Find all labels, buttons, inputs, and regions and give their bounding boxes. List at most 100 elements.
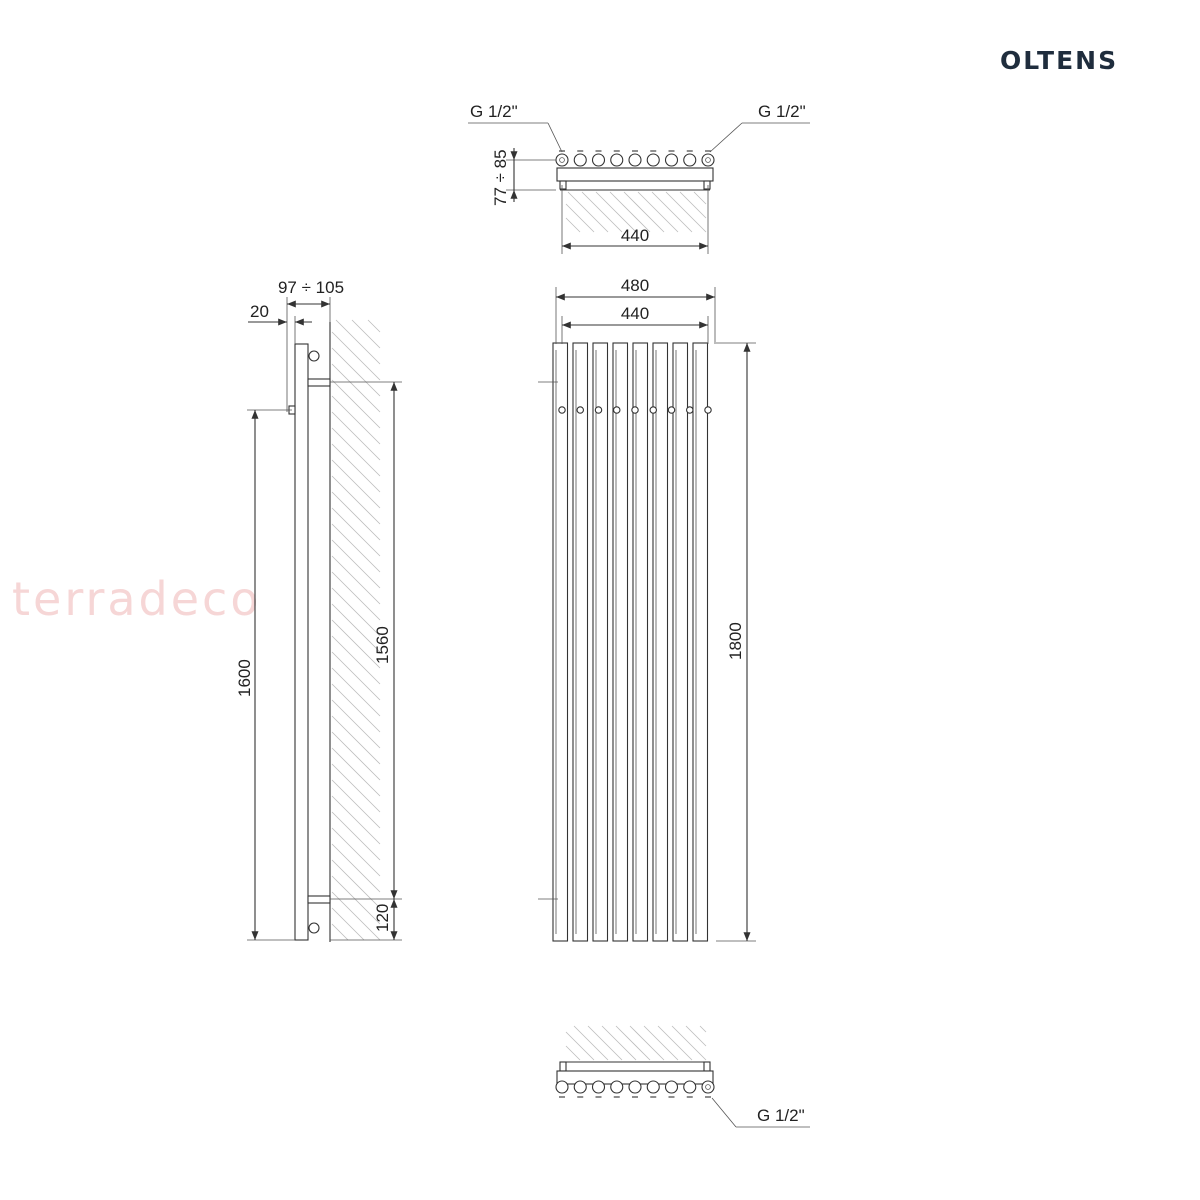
side-wall-hatch	[331, 319, 381, 941]
hatch-line	[331, 683, 381, 733]
hatch-line	[331, 875, 381, 925]
hatch-line	[331, 539, 381, 589]
top-cap	[701, 153, 715, 167]
front-valve-hole	[685, 406, 694, 414]
hatch-line	[565, 1045, 581, 1061]
hatch-line	[643, 1025, 679, 1061]
front-tube	[652, 342, 669, 942]
hatch-line	[331, 715, 381, 765]
hatch-line	[331, 891, 381, 941]
bottom-tube-caps	[555, 1080, 715, 1098]
bottom-wall-hatch	[565, 1025, 707, 1061]
hatch-line	[331, 779, 381, 829]
top-connector-left-label: G 1/2"	[470, 102, 518, 121]
top-cap	[555, 153, 569, 167]
bottom-cap	[591, 1080, 606, 1094]
front-height-label: 1800	[726, 622, 745, 660]
bottom-connector	[705, 1084, 711, 1090]
front-valve-hole	[631, 406, 639, 414]
hatch-line	[565, 1031, 595, 1061]
hatch-line	[331, 587, 381, 637]
side-radiator-body	[294, 343, 309, 941]
front-valve-hole	[667, 406, 676, 414]
hatch-line	[609, 191, 651, 233]
hatch-line	[581, 191, 623, 233]
top-bracket-left	[559, 180, 567, 190]
top-cap	[610, 153, 624, 167]
front-tube	[612, 342, 629, 942]
hatch-line	[671, 1025, 707, 1061]
front-tube	[672, 342, 689, 942]
bottom-cap	[664, 1080, 679, 1094]
hatch-line	[685, 1025, 707, 1047]
side-mount-spacing-label: 1560	[373, 626, 392, 664]
hatch-line	[331, 331, 381, 381]
bottom-view: G 1/2"	[555, 1025, 810, 1128]
hatch-line	[693, 191, 707, 205]
bottom-cap	[555, 1080, 569, 1094]
bottom-cap	[701, 1080, 715, 1094]
top-cap	[664, 153, 679, 167]
watermark: terradeco	[12, 572, 262, 626]
hatch-line	[331, 379, 381, 429]
top-cap	[646, 153, 660, 167]
bottom-connector-leader	[711, 1097, 737, 1128]
hatch-line	[699, 1025, 707, 1033]
hatch-line	[367, 319, 381, 333]
bottom-connector-label: G 1/2"	[757, 1106, 805, 1125]
hatch-line	[573, 1025, 609, 1061]
bottom-cap	[646, 1080, 660, 1094]
hatch-line	[657, 1025, 693, 1061]
hatch-line	[629, 1025, 665, 1061]
top-connector-right-label: G 1/2"	[758, 102, 806, 121]
hatch-line	[331, 699, 381, 749]
top-manifold-bar	[556, 167, 714, 182]
hatch-line	[331, 843, 381, 893]
hatch-line	[331, 411, 381, 461]
hatch-line	[331, 491, 381, 541]
hatch-line	[331, 571, 381, 621]
front-tubes	[552, 342, 712, 942]
top-connector-left-leader	[547, 122, 563, 153]
side-bottom-valve	[308, 922, 320, 934]
top-bracket-right	[703, 180, 711, 190]
top-connector-left	[559, 157, 565, 163]
top-cap	[591, 153, 606, 167]
bottom-cap	[610, 1080, 624, 1094]
front-tube	[592, 342, 609, 942]
side-depth-label: 97 ÷ 105	[278, 278, 344, 297]
brand-logo: OLTENS	[1000, 46, 1119, 75]
hatch-line	[637, 191, 679, 233]
hatch-line	[651, 191, 693, 233]
front-overall-width-label: 480	[621, 276, 649, 295]
hatch-line	[587, 1025, 623, 1061]
hatch-line	[331, 795, 381, 845]
hatch-line	[331, 555, 381, 605]
front-tube	[552, 342, 569, 942]
hatch-line	[331, 603, 381, 653]
side-top-valve	[308, 350, 320, 362]
front-valve-hole	[649, 406, 657, 414]
hatch-line	[615, 1025, 651, 1061]
hatch-line	[595, 191, 637, 233]
top-cap	[683, 153, 697, 167]
side-bottom-mount-label: 120	[373, 904, 392, 932]
hatch-line	[331, 859, 381, 909]
top-connector-right	[705, 157, 711, 163]
hatch-line	[331, 827, 381, 877]
top-wall-hatch	[565, 191, 707, 233]
side-pipe-offset-label: 20	[250, 302, 269, 321]
top-tube-caps	[555, 150, 715, 167]
hatch-line	[679, 191, 707, 219]
hatch-line	[331, 395, 381, 445]
hatch-line	[565, 203, 595, 233]
hatch-line	[331, 507, 381, 557]
hatch-line	[601, 1025, 637, 1061]
side-bottom-bracket	[307, 895, 331, 904]
top-view: G 1/2" G 1/2" 77 ÷ 85 440	[468, 102, 810, 254]
side-height-label: 1600	[235, 659, 254, 697]
hatch-line	[331, 427, 381, 477]
bottom-cap	[683, 1080, 697, 1094]
hatch-line	[665, 191, 707, 233]
